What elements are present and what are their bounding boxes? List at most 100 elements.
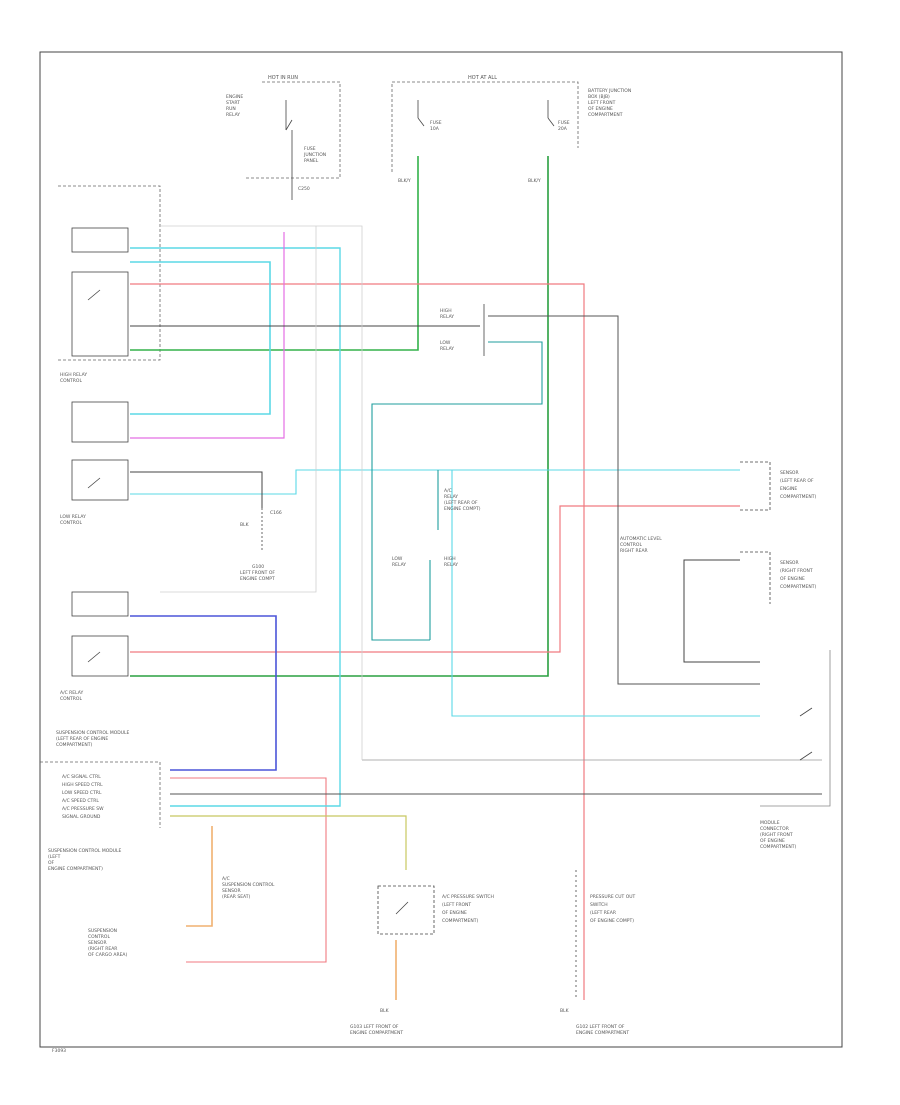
svg-text:BLK: BLK (240, 522, 250, 528)
svg-text:A/C SPEED CTRL: A/C SPEED CTRL (62, 798, 99, 804)
svg-text:A/C RELAY: A/C RELAY (60, 690, 83, 696)
svg-text:(RIGHT FRONT: (RIGHT FRONT (780, 568, 813, 574)
sensor-right-2: SENSOR (RIGHT FRONT OF ENGINE COMPARTMEN… (740, 551, 816, 604)
svg-text:RELAY: RELAY (392, 562, 406, 568)
svg-text:OF: OF (48, 860, 55, 866)
svg-text:(LEFT REAR OF: (LEFT REAR OF (780, 478, 814, 484)
svg-text:RUN: RUN (226, 106, 236, 112)
svg-text:RELAY: RELAY (226, 112, 240, 118)
svg-text:ENGINE COMPT: ENGINE COMPT (240, 576, 275, 582)
svg-text:HIGH RELAY: HIGH RELAY (60, 372, 87, 378)
svg-text:BLK: BLK (380, 1008, 390, 1014)
svg-text:CONTROL: CONTROL (60, 520, 82, 526)
svg-text:(RIGHT FRONT: (RIGHT FRONT (760, 832, 793, 838)
svg-text:SUSPENSION CONTROL: SUSPENSION CONTROL (222, 882, 275, 888)
svg-text:FUSE: FUSE (430, 120, 442, 126)
svg-text:G102 LEFT FRONT OF: G102 LEFT FRONT OF (576, 1024, 625, 1030)
ground-g1: BLK C166 G100 LEFT FRONT OF ENGINE COMPT (240, 508, 282, 582)
svg-text:ENGINE COMPARTMENT): ENGINE COMPARTMENT) (48, 866, 103, 872)
svg-text:BLK: BLK (560, 1008, 570, 1014)
svg-text:RELAY: RELAY (444, 562, 458, 568)
relay-group-1: HIGH RELAY CONTROL (58, 185, 161, 384)
svg-text:A/C: A/C (444, 488, 452, 494)
svg-text:OF ENGINE: OF ENGINE (588, 106, 613, 112)
fuse-box-left-label: HOT IN RUN (268, 75, 298, 81)
svg-text:C166: C166 (270, 510, 282, 516)
fuse-box-left: HOT IN RUN ENGINE START RUN RELAY FUSE J… (226, 75, 341, 200)
svg-text:(LEFT REAR OF ENGINE: (LEFT REAR OF ENGINE (56, 736, 108, 742)
svg-text:COMPARTMENT): COMPARTMENT) (442, 918, 478, 924)
svg-text:LOW RELAY: LOW RELAY (60, 514, 86, 520)
svg-text:RELAY: RELAY (444, 494, 458, 500)
svg-text:ENGINE COMPARTMENT: ENGINE COMPARTMENT (350, 1030, 403, 1036)
svg-text:SIGNAL GROUND: SIGNAL GROUND (62, 814, 101, 820)
svg-text:CONTROL: CONTROL (88, 934, 110, 940)
svg-text:SUSPENSION CONTROL MODULE: SUSPENSION CONTROL MODULE (56, 730, 130, 736)
sensor-left-bottom: A/C SUSPENSION CONTROL SENSOR (REAR SEAT… (88, 876, 275, 958)
svg-text:G100: G100 (252, 564, 264, 570)
svg-text:OF ENGINE: OF ENGINE (442, 910, 467, 916)
sensor-right-2-label: SENSOR (780, 560, 799, 566)
svg-text:SUSPENSION: SUSPENSION (88, 928, 117, 934)
svg-text:OF CARGO AREA): OF CARGO AREA) (88, 952, 127, 958)
svg-text:ENGINE COMPT): ENGINE COMPT) (444, 506, 481, 512)
svg-text:A/C PRESSURE SW: A/C PRESSURE SW (62, 806, 104, 812)
svg-text:ENGINE: ENGINE (226, 94, 243, 100)
pressure-switch: A/C PRESSURE SWITCH (LEFT FRONT OF ENGIN… (350, 885, 494, 1036)
svg-text:HIGH: HIGH (444, 556, 456, 562)
svg-text:SWITCH: SWITCH (590, 902, 608, 908)
svg-text:20A: 20A (558, 126, 568, 132)
svg-text:OF ENGINE: OF ENGINE (780, 576, 805, 582)
module-connector: A/C SIGNAL CTRL HIGH SPEED CTRL LOW SPEE… (40, 761, 161, 872)
diagram-border (39, 51, 843, 1048)
center-relay-ac: A/C RELAY (LEFT REAR OF ENGINE COMPT) LO… (392, 488, 481, 568)
svg-text:(REAR SEAT): (REAR SEAT) (222, 894, 251, 900)
svg-text:ENGINE: ENGINE (780, 486, 797, 492)
svg-text:RIGHT REAR: RIGHT REAR (620, 548, 648, 554)
svg-text:PANEL: PANEL (304, 158, 319, 164)
svg-text:AUTOMATIC LEVEL: AUTOMATIC LEVEL (620, 536, 662, 542)
svg-text:LOW SPEED CTRL: LOW SPEED CTRL (62, 790, 102, 796)
svg-text:(LEFT REAR OF: (LEFT REAR OF (444, 500, 478, 506)
svg-text:FUSE: FUSE (558, 120, 570, 126)
svg-text:HIGH SPEED CTRL: HIGH SPEED CTRL (62, 782, 103, 788)
diagram-id: F3093 (52, 1048, 66, 1054)
svg-text:BLK/Y: BLK/Y (398, 178, 411, 184)
svg-text:CONNECTOR: CONNECTOR (760, 826, 789, 832)
svg-text:A/C: A/C (222, 876, 230, 882)
pressure-cutout-label: PRESSURE CUT OUT (590, 894, 636, 900)
svg-text:RELAY: RELAY (440, 314, 454, 320)
svg-text:LOW: LOW (440, 340, 451, 346)
svg-text:SENSOR: SENSOR (88, 940, 107, 946)
svg-text:OF ENGINE: OF ENGINE (760, 838, 785, 844)
svg-text:COMPARTMENT): COMPARTMENT) (760, 844, 796, 850)
svg-text:(LEFT FRONT: (LEFT FRONT (442, 902, 471, 908)
svg-text:OF ENGINE COMPT): OF ENGINE COMPT) (590, 918, 634, 924)
fuse-box-right-label: HOT AT ALL (468, 75, 497, 81)
center-relay-high: HIGH RELAY LOW RELAY (440, 304, 485, 356)
svg-text:FUSE: FUSE (304, 146, 316, 152)
svg-text:COMPARTMENT): COMPARTMENT) (56, 742, 92, 748)
sensor-right-1: SENSOR (LEFT REAR OF ENGINE COMPARTMENT) (740, 461, 816, 511)
svg-text:JUNCTION: JUNCTION (303, 152, 326, 158)
svg-text:A/C SIGNAL CTRL: A/C SIGNAL CTRL (62, 774, 101, 780)
relay-group-2: LOW RELAY CONTROL (60, 401, 129, 526)
svg-text:CONTROL: CONTROL (620, 542, 642, 548)
fuse-box-right: HOT AT ALL FUSE 10A FUSE 20A BATTERY JUN… (391, 75, 631, 184)
right-switches: MODULE CONNECTOR (RIGHT FRONT OF ENGINE … (760, 650, 831, 850)
svg-text:G103 LEFT FRONT OF: G103 LEFT FRONT OF (350, 1024, 399, 1030)
svg-text:COMPARTMENT): COMPARTMENT) (780, 584, 816, 590)
svg-text:BATTERY JUNCTION: BATTERY JUNCTION (588, 88, 631, 94)
svg-text:(LEFT REAR: (LEFT REAR (590, 910, 616, 916)
svg-text:LEFT FRONT OF: LEFT FRONT OF (240, 570, 275, 576)
svg-text:(RIGHT REAR: (RIGHT REAR (88, 946, 117, 952)
svg-text:10A: 10A (430, 126, 440, 132)
svg-text:LEFT FRONT: LEFT FRONT (588, 100, 616, 106)
svg-text:START: START (226, 100, 240, 106)
svg-text:HIGH: HIGH (440, 308, 452, 314)
svg-text:(LEFT: (LEFT (48, 854, 61, 860)
svg-text:SENSOR: SENSOR (222, 888, 241, 894)
pressure-cutout: PRESSURE CUT OUT SWITCH (LEFT REAR OF EN… (560, 870, 636, 1036)
